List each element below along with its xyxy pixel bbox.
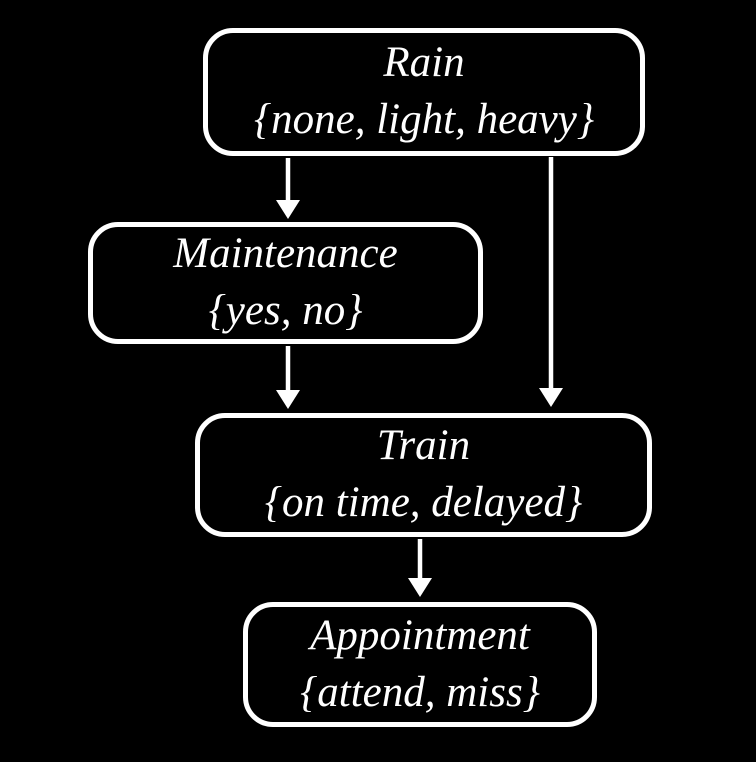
node-appointment-label: Appointment <box>310 611 530 659</box>
node-rain-label: Rain <box>383 39 465 87</box>
node-maintenance-values: {yes, no} <box>208 287 363 334</box>
node-rain: Rain {none, light, heavy} <box>203 28 645 156</box>
edge-rain-to-maintenance-arrow <box>276 158 300 219</box>
node-appointment: Appointment {attend, miss} <box>243 602 597 727</box>
node-train: Train {on time, delayed} <box>195 413 652 537</box>
edge-rain-to-train-arrow <box>539 157 563 407</box>
node-maintenance: Maintenance {yes, no} <box>88 222 483 344</box>
node-appointment-values: {attend, miss} <box>300 668 540 716</box>
node-train-values: {on time, delayed} <box>264 479 583 526</box>
edge-maintenance-to-train-arrow <box>276 346 300 409</box>
node-train-label: Train <box>376 422 471 470</box>
node-maintenance-label: Maintenance <box>173 230 398 278</box>
node-rain-values: {none, light, heavy} <box>253 96 595 143</box>
edge-train-to-appointment-arrow <box>408 539 432 597</box>
